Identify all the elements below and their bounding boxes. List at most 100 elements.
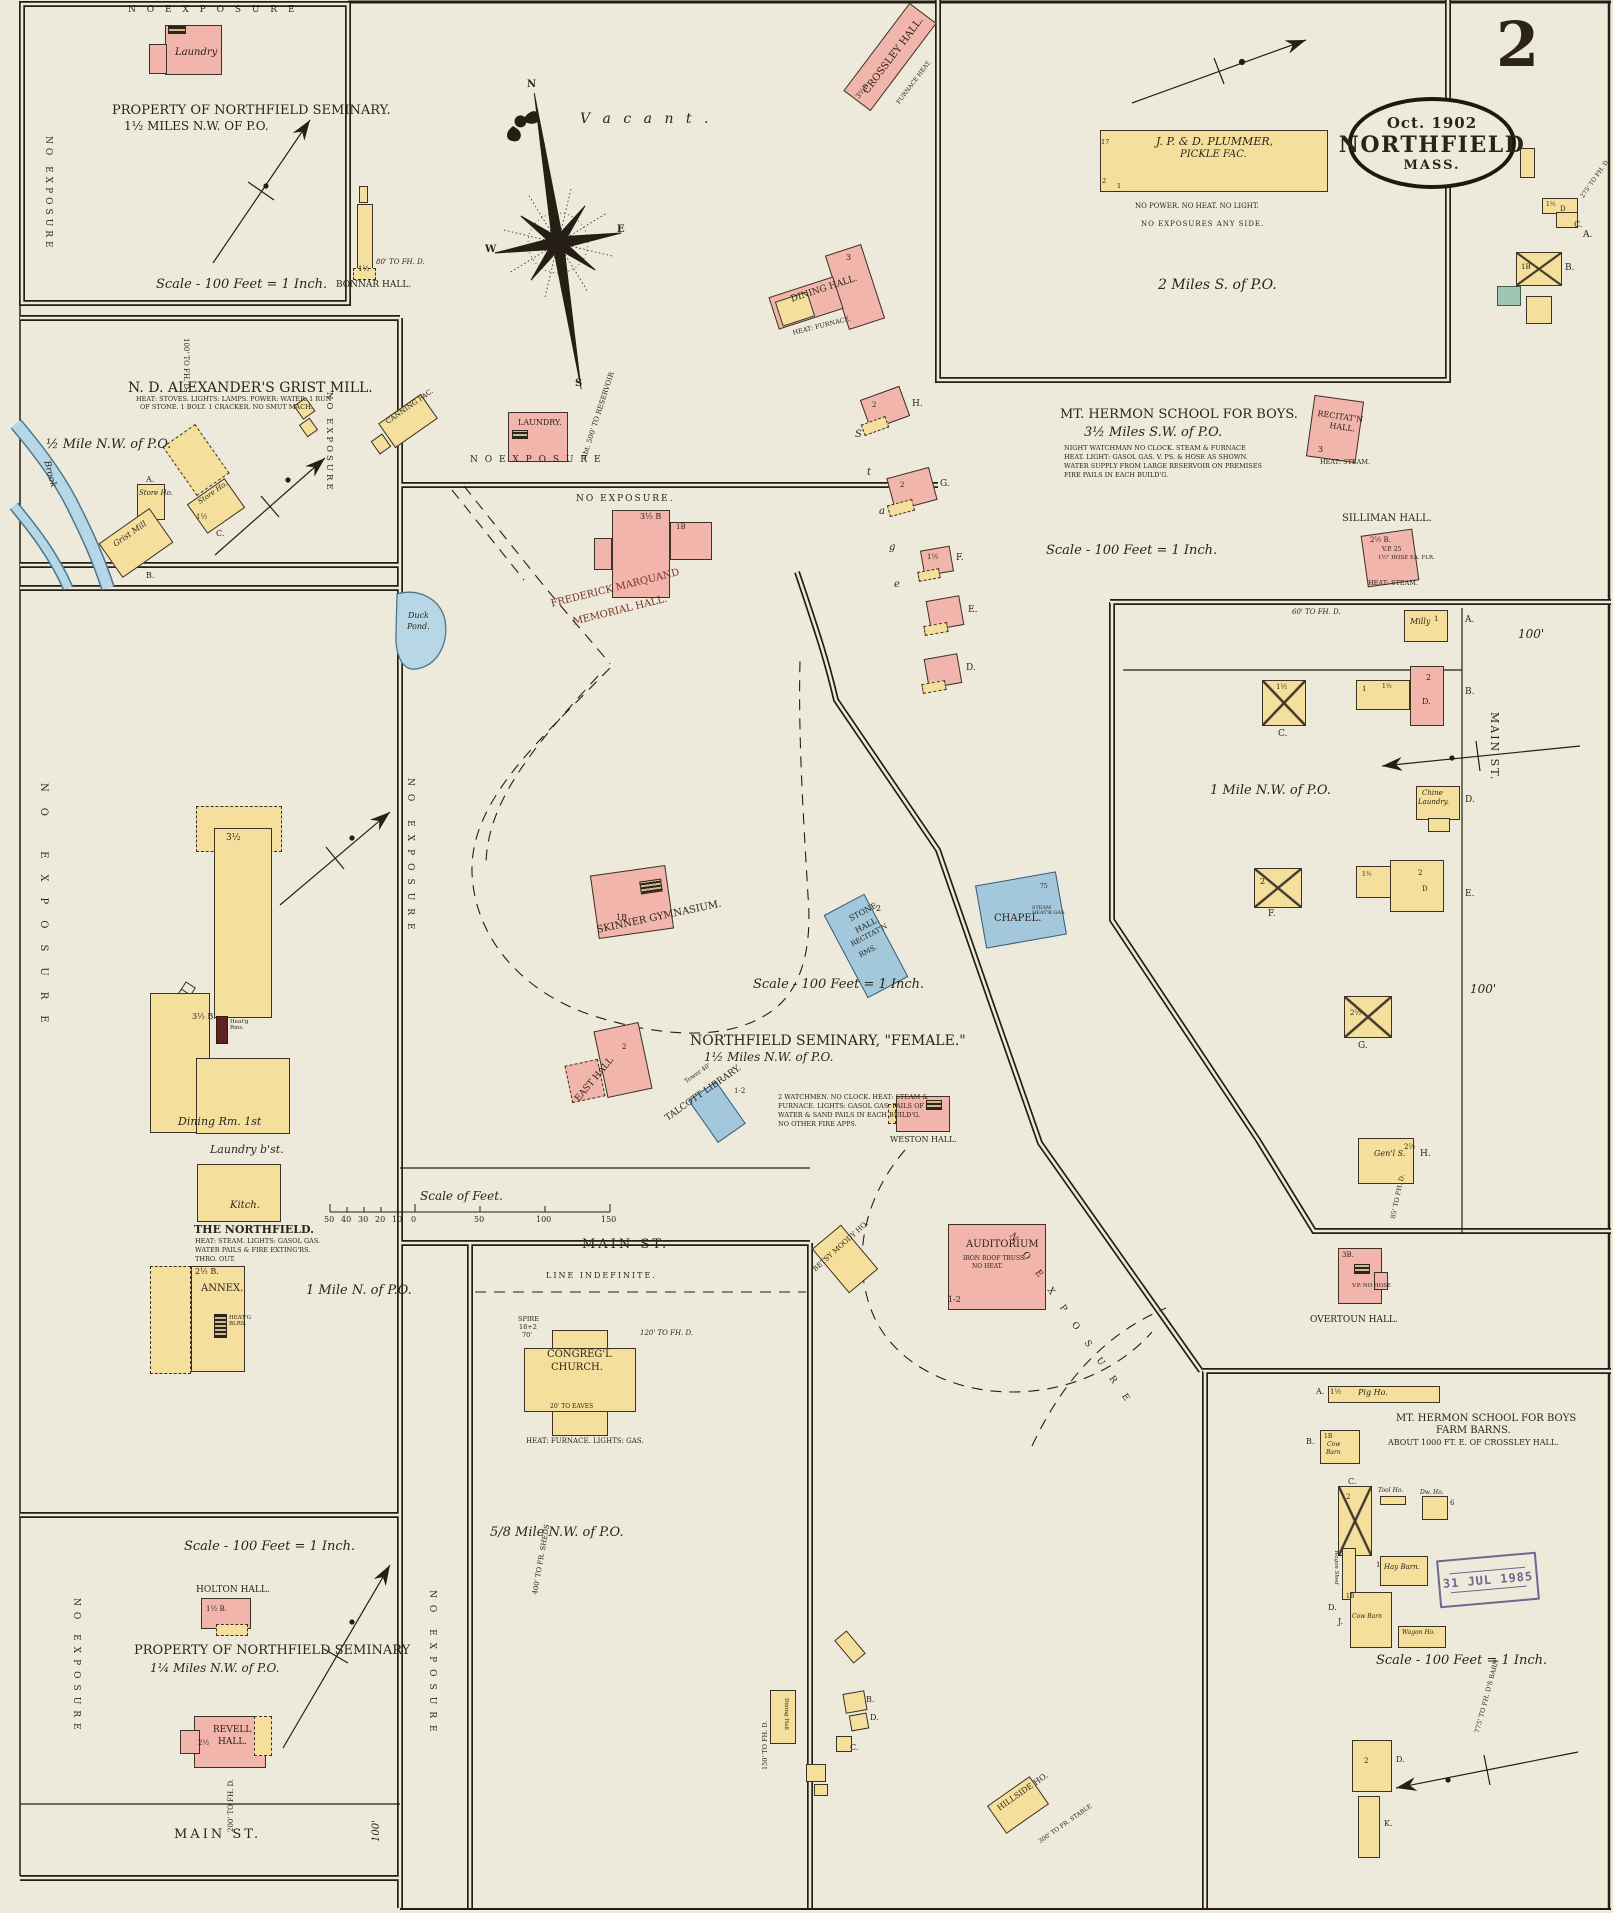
farm-letter-k: K.: [1384, 1819, 1393, 1828]
d-100: 100': [371, 1820, 382, 1842]
chapel-vp-num: 75: [1040, 883, 1048, 890]
rp-letter-e: E.: [1465, 889, 1475, 899]
cow-barn-2: [1350, 1592, 1392, 1648]
ruler-10: 10: [392, 1215, 403, 1224]
plummer-pickle-factory: [1100, 130, 1328, 192]
dw-ho-num: 6: [1450, 1499, 1455, 1507]
main-st-left: MAIN ST.: [174, 1827, 262, 1842]
compass-cherub: [507, 111, 539, 142]
wagon-shed-label: Wagon Shed: [1333, 1550, 1339, 1585]
property-seminary-1b: 1½ MILES N.W. OF P.O.: [124, 119, 269, 133]
bldg-c-letter: C.: [1278, 729, 1288, 739]
mt-hermon-note-4: FIRE PAILS IN EACH BUILD'G.: [1064, 471, 1169, 479]
spire-2: 18+2: [519, 1323, 537, 1331]
cluster-sq-4: [806, 1764, 826, 1782]
barn-c: [1338, 1486, 1372, 1556]
milly-ho: [1404, 610, 1448, 642]
edge-bldg-l2: [1526, 296, 1552, 324]
silliman-num: 2½ B.: [1370, 536, 1391, 544]
duck-pond-1: Duck: [408, 611, 429, 620]
ruler-100: 100: [536, 1215, 552, 1224]
fhd-200: 200' TO FH. D.: [227, 1778, 235, 1832]
holton-porch: [216, 1624, 248, 1636]
farm-letter-j: J.: [1338, 1617, 1344, 1626]
hay-barn-num: 1: [1376, 1561, 1381, 1569]
plummer-label-2: PICKLE FAC.: [1180, 149, 1247, 160]
no-exposure-street-2: NO EXPOSURE: [427, 1590, 437, 1739]
bldg-e-2: [1390, 860, 1444, 912]
overtoun-wing: [1374, 1272, 1388, 1290]
heatg-blrs: HEAT'G BLRS.: [229, 1315, 252, 1327]
laundry-nw-vent: [168, 26, 186, 34]
silliman-hose: 1½" HOSE EA. FLR.: [1378, 555, 1435, 561]
fhd-120: 120' TO FH. D.: [640, 1329, 694, 1337]
barn-c-num: 2: [1346, 1493, 1351, 1501]
cottage-h-letter: H.: [912, 399, 923, 409]
dashed-paths: [451, 485, 1167, 1447]
pig-ho: [1328, 1386, 1440, 1403]
store-c-letter: C.: [216, 529, 225, 538]
cluster-dining: Dining Hall: [783, 1698, 789, 1730]
edge-letter-b: B.: [1565, 263, 1575, 273]
cluster-dining-hall: [770, 1690, 796, 1744]
tool-ho: [1380, 1496, 1406, 1505]
mt-hermon-sub: 3½ Miles S.W. of P.O.: [1084, 425, 1223, 440]
recitation-num: 3: [1318, 445, 1324, 454]
scale-mt-hermon: Scale - 100 Feet = 1 Inch.: [1046, 543, 1218, 558]
ruler-30: 30: [358, 1215, 369, 1224]
grist-b-letter: B.: [146, 571, 155, 580]
rp-letter-a: A.: [1465, 615, 1475, 625]
northfield-note-1: HEAT: STEAM. LIGHTS: GASOL GAS.: [195, 1237, 321, 1245]
bldg-d-pink: [1410, 666, 1444, 726]
overtoun-vp: V.P. NO HOSE: [1352, 1283, 1391, 1289]
recitation-heat: HEAT: STEAM.: [1320, 458, 1371, 466]
cow-barn-1-label2: Barn: [1326, 1449, 1341, 1456]
bldg-e-numd: D: [1422, 885, 1428, 893]
annex-label: ANNEX.: [201, 1283, 244, 1294]
northfield-num: 3½: [226, 833, 241, 843]
seminary-note-4: NO OTHER FIRE APPS.: [778, 1120, 857, 1128]
line-indefinite: LINE INDEFINITE.: [546, 1271, 657, 1280]
cow-barn-1-num: 1B: [1324, 1433, 1333, 1440]
scale-panel-d: Scale - 100 Feet = 1 Inch.: [184, 1539, 356, 1554]
bldg-g-letter: G.: [1358, 1041, 1368, 1051]
cottage-f-letter: F.: [956, 553, 964, 563]
silliman-vp: V.P. 25: [1382, 546, 1402, 553]
bldg-f-num: 2: [1260, 877, 1266, 886]
rp-letter-b: B.: [1465, 687, 1475, 697]
one-mile-n: 1 Mile N. of P.O.: [306, 1283, 412, 1298]
farm-letter-b: B.: [1306, 1437, 1315, 1446]
scale-of-feet-ruler: [329, 1204, 611, 1213]
edge-num-d: D: [1560, 205, 1566, 213]
marquand-num-1: 3½ B: [640, 512, 662, 521]
seminary-note-2: FURNACE. LIGHTS: GASOL GAS. PAILS OF: [778, 1102, 924, 1110]
store-a-letter: A.: [146, 475, 155, 484]
five-eighths-mile: 5/8 Mile N.W. of P.O.: [490, 1525, 624, 1540]
plummer-num-2: 2: [1102, 177, 1107, 185]
farm-title-3: ABOUT 1000 FT. E. OF CROSSLEY HALL.: [1388, 1438, 1559, 1447]
grist-note-2: OF STONE. 1 BOLT. 1 CRACKER. NO SMUT MAC…: [140, 403, 313, 411]
dw-ho-label: Dw. Ho.: [1420, 1489, 1444, 1496]
auditorium-num: 1-2: [948, 1295, 961, 1304]
overtoun-hall: [1338, 1248, 1382, 1304]
barn-d-num: 2: [1364, 1757, 1369, 1765]
revell-label-1: REVELL: [213, 1725, 252, 1735]
church-transept: [524, 1348, 636, 1412]
cluster-sq-5: [814, 1784, 828, 1796]
skinner-num: 1B: [616, 913, 627, 922]
cottage-h-num: 2: [872, 401, 877, 409]
survey-arrows: [212, 39, 1581, 1791]
chapel-note: STEAM HEAT'R GAS.: [1032, 905, 1066, 917]
water-features: [9, 419, 447, 670]
auditorium: [948, 1224, 1046, 1310]
scale-farm: Scale - 100 Feet = 1 Inch.: [1376, 1653, 1548, 1668]
church-label-1: CONGREG'L: [547, 1349, 612, 1360]
spire-3: 70': [522, 1331, 533, 1339]
holton-label: HOLTON HALL.: [196, 1585, 270, 1595]
rp-100-bottom: 100': [1470, 982, 1497, 996]
bldg-d-num: 2: [1426, 673, 1432, 682]
cluster-sq-1: [842, 1690, 868, 1714]
compass-e: E: [617, 224, 625, 235]
